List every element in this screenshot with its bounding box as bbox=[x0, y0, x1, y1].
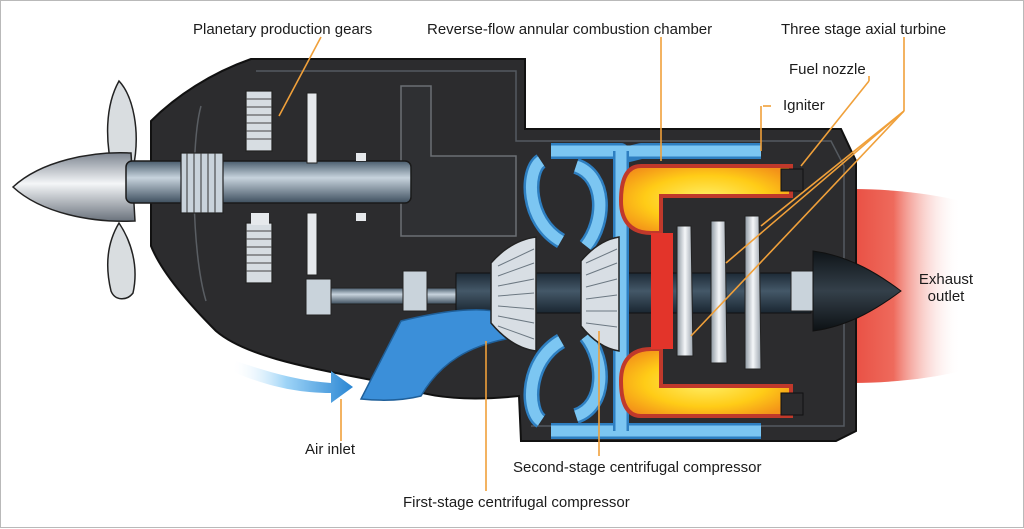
propeller bbox=[11, 79, 137, 300]
air-inlet-stream bbox=[231, 309, 507, 403]
planetary-gears bbox=[245, 90, 366, 284]
label-combustion-chamber: Reverse-flow annular combustion chamber bbox=[427, 21, 713, 38]
centrifugal-compressors bbox=[490, 236, 620, 352]
label-fuel-nozzle: Fuel nozzle bbox=[789, 61, 866, 78]
combustion-chamber bbox=[618, 164, 804, 418]
label-exhaust-line1: Exhaust bbox=[918, 271, 974, 288]
label-planetary-gears: Planetary production gears bbox=[193, 21, 373, 38]
label-exhaust-line2: outlet bbox=[927, 288, 965, 305]
label-axial-turbine: Three stage axial turbine bbox=[781, 21, 947, 38]
propeller-shaft bbox=[125, 152, 412, 214]
label-exhaust-outlet: Exhaust outlet bbox=[906, 271, 986, 305]
label-air-inlet: Air inlet bbox=[305, 441, 356, 458]
label-second-stage-compressor: Second-stage centrifugal compressor bbox=[513, 459, 762, 476]
axial-turbine bbox=[676, 215, 762, 370]
callout-lines bbox=[278, 36, 905, 491]
label-first-stage-compressor: First-stage centrifugal compressor bbox=[403, 494, 630, 511]
label-igniter: Igniter bbox=[783, 97, 825, 114]
